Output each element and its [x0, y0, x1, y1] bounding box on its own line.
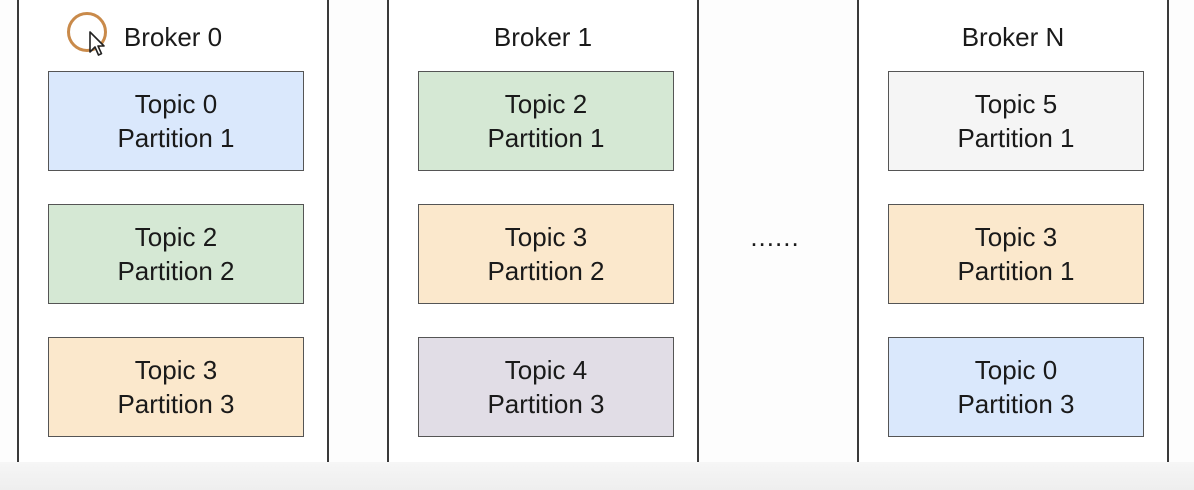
broker-0-partition-box-2: Topic 2 Partition 2: [48, 204, 304, 304]
click-highlight-ring: [67, 12, 107, 52]
broker-1-box: Broker 1 Topic 2 Partition 1 Topic 3 Par…: [387, 0, 699, 474]
partition-label: Partition 1: [487, 123, 605, 153]
broker-n-title: Broker N: [961, 22, 1065, 52]
topic-label: Topic 2: [134, 222, 218, 252]
broker-n-partition-box-3: Topic 0 Partition 3: [888, 337, 1144, 437]
broker-0-partition-box-3: Topic 3 Partition 3: [48, 337, 304, 437]
topic-label: Topic 0: [974, 355, 1058, 385]
partition-label: Partition 1: [117, 123, 235, 153]
partition-label: Partition 2: [487, 256, 605, 286]
partition-label: Partition 1: [957, 256, 1075, 286]
broker-0-partition-box-1: Topic 0 Partition 1: [48, 71, 304, 171]
topic-label: Topic 3: [974, 222, 1058, 252]
broker-0-title: Broker 0: [123, 22, 223, 52]
topic-label: Topic 3: [504, 222, 588, 252]
broker-n-partition-box-2: Topic 3 Partition 1: [888, 204, 1144, 304]
broker-1-partition-box-1: Topic 2 Partition 1: [418, 71, 674, 171]
broker-0-box: Broker 0 Topic 0 Partition 1 Topic 2 Par…: [17, 0, 329, 474]
broker-1-partition-box-3: Topic 4 Partition 3: [418, 337, 674, 437]
topic-label: Topic 0: [134, 89, 218, 119]
topic-label: Topic 2: [504, 89, 588, 119]
partition-label: Partition 3: [117, 389, 235, 419]
topic-label: Topic 3: [134, 355, 218, 385]
broker-1-title: Broker 1: [493, 22, 593, 52]
topic-label: Topic 5: [974, 89, 1058, 119]
partition-label: Partition 1: [957, 123, 1075, 153]
more-brokers-ellipsis: ......: [750, 222, 800, 252]
bottom-edge: [0, 462, 1194, 490]
topic-label: Topic 4: [504, 355, 588, 385]
broker-n-partition-box-1: Topic 5 Partition 1: [888, 71, 1144, 171]
partition-label: Partition 3: [487, 389, 605, 419]
partition-label: Partition 2: [117, 256, 235, 286]
mouse-pointer-icon: [89, 31, 105, 56]
broker-1-partition-box-2: Topic 3 Partition 2: [418, 204, 674, 304]
broker-n-box: Broker N Topic 5 Partition 1 Topic 3 Par…: [857, 0, 1169, 474]
partition-label: Partition 3: [957, 389, 1075, 419]
